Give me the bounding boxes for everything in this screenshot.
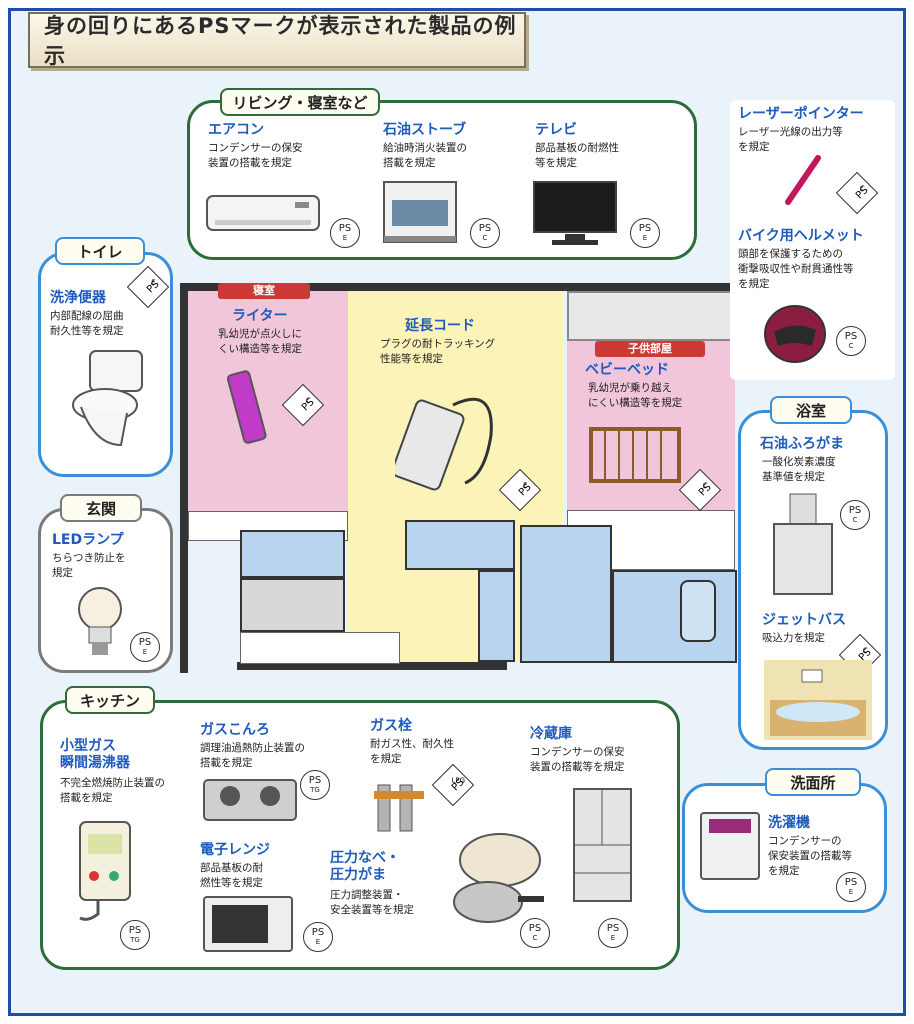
stove-icon <box>383 181 457 243</box>
led-bulb-icon <box>78 587 122 655</box>
boiler-desc: 一酸化炭素濃度基準値を規定 <box>762 456 836 483</box>
cord-desc: プラグの耐トラッキング性能等を規定 <box>380 338 496 365</box>
pressure-cooker-name: 圧力なべ・圧力がま <box>330 850 400 883</box>
pressure-cooker-desc: 圧力調整装置・安全装置等を規定 <box>330 889 414 916</box>
gas-valve-desc: 耐ガス性、耐久性を規定 <box>370 738 454 765</box>
gas-stove-icon <box>203 779 297 821</box>
microwave-desc: 部品基板の耐燃性等を規定 <box>200 862 263 889</box>
pressure-cooker-icon <box>453 833 544 923</box>
oil-boiler-icon <box>773 493 833 595</box>
lighter-desc: 乳幼児が点火しにくい構造等を規定 <box>218 328 302 355</box>
lighter-name: ライター <box>232 308 288 324</box>
tv-name: テレビ <box>535 122 577 138</box>
kitchen-label: キッチン <box>65 686 155 714</box>
helmet-desc: 頭部を保護するための衝撃吸収性や耐貫通性等を規定 <box>738 248 854 290</box>
bath-room <box>612 570 737 663</box>
crib-desc: 乳幼児が乗り越えにくい構造等を規定 <box>588 382 683 409</box>
helmet-name: バイク用ヘルメット <box>738 228 864 244</box>
entrance-room <box>240 578 345 632</box>
aircon-icon <box>206 195 320 231</box>
tv-icon <box>533 181 617 245</box>
entrance-label: 玄関 <box>60 494 142 522</box>
gas-stove-desc: 調理油過熱防止装置の搭載を規定 <box>200 742 305 769</box>
boiler-name: 石油ふろがま <box>760 436 844 452</box>
toilet-label: トイレ <box>55 237 145 265</box>
stove-desc: 給油時消火装置の搭載を規定 <box>383 142 467 169</box>
lighter-icon <box>226 370 267 444</box>
bedroom-tag: 寝室 <box>218 283 310 299</box>
washer-name: 洗濯機 <box>768 815 810 831</box>
toilet-seat-desc: 内部配線の屈曲耐久性等を規定 <box>50 310 124 337</box>
crib-icon <box>589 427 681 483</box>
fridge-icon <box>573 788 632 902</box>
fridge-name: 冷蔵庫 <box>530 726 572 742</box>
washing-machine-icon <box>700 812 760 880</box>
jetbath-name: ジェットバス <box>762 612 846 628</box>
water-heater-icon <box>79 821 131 921</box>
toilet-seat-name: 洗浄便器 <box>50 290 106 306</box>
water-heater-desc: 不完全燃焼防止装置の搭載を規定 <box>60 777 165 804</box>
toilet-room <box>240 530 345 578</box>
jetbath-icon <box>764 660 872 740</box>
microwave-name: 電子レンジ <box>200 842 270 858</box>
bath-label: 浴室 <box>770 396 852 424</box>
laser-pointer-icon <box>785 155 821 205</box>
washroom-room <box>520 525 612 663</box>
tv-desc: 部品基板の耐燃性等を規定 <box>535 142 619 169</box>
aircon-desc: コンデンサーの保安装置の搭載を規定 <box>208 142 303 169</box>
gas-valve-icon <box>374 784 424 832</box>
laser-desc: レーザー光線の出力等を規定 <box>738 126 843 153</box>
page-title: 身の回りにあるPSマークが表示された製品の例示 <box>28 12 526 68</box>
helmet-icon <box>764 305 826 363</box>
water-heater-name: 小型ガス瞬間湯沸器 <box>60 738 130 771</box>
living-bubble <box>187 100 697 260</box>
living-label: リビング・寝室など <box>220 88 380 116</box>
cord-name: 延長コード <box>405 318 475 334</box>
kids-room-tag: 子供部屋 <box>595 341 705 357</box>
led-desc: ちらつき防止を規定 <box>52 552 126 579</box>
kitchen-counter <box>405 520 515 570</box>
fridge-desc: コンデンサーの保安装置の搭載等を規定 <box>530 746 625 773</box>
led-name: LEDランプ <box>52 532 124 548</box>
jetbath-desc: 吸込力を規定 <box>762 632 825 644</box>
crib-name: ベビーベッド <box>585 362 669 378</box>
extension-cord-icon <box>395 397 493 491</box>
stove-name: 石油ストーブ <box>383 122 467 138</box>
aircon-name: エアコン <box>208 122 264 138</box>
bedroom-room <box>188 291 348 511</box>
microwave-icon <box>203 896 293 952</box>
gas-valve-name: ガス栓 <box>370 718 412 734</box>
gas-stove-name: ガスこんろ <box>200 722 270 738</box>
washroom-label: 洗面所 <box>765 768 861 796</box>
toilet-icon <box>72 350 143 447</box>
washer-desc: コンデンサーの保安装置の搭載等を規定 <box>768 835 852 877</box>
laser-name: レーザーポインター <box>738 106 864 122</box>
